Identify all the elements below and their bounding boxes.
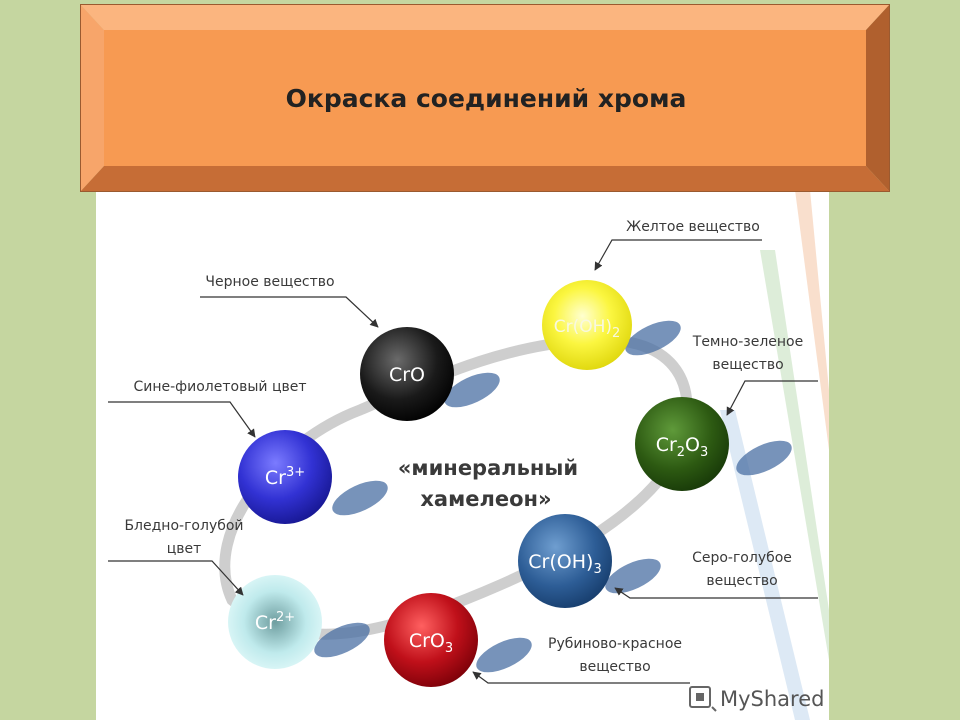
title-banner — [80, 4, 890, 192]
formula-cr2: Cr2+ — [255, 610, 295, 634]
center-caption-line1: «минеральный — [398, 456, 578, 480]
formula-croh2: Cr(OH)2 — [554, 317, 621, 341]
formula-cr3: Cr3+ — [265, 465, 305, 489]
ball-shadows — [314, 320, 792, 673]
center-caption-line2: хамелеон» — [420, 487, 551, 511]
compound-cro3: CrO3 — [384, 593, 478, 687]
compound-croh3: Cr(OH)3 — [518, 514, 612, 608]
compound-croh2: Cr(OH)2 — [542, 280, 632, 370]
label-cr2o3-line1: Темно-зеленое — [692, 334, 803, 350]
formula-cro3: CrO3 — [409, 630, 453, 656]
formula-cro: CrO — [389, 364, 425, 386]
label-cr3: Сине-фиолетовый цвет — [133, 379, 306, 395]
label-cr2-line1: Бледно-голубой — [124, 518, 243, 534]
label-croh3-line2: вещество — [706, 573, 777, 589]
compound-cr2: Cr2+ — [228, 575, 322, 669]
formula-croh3: Cr(OH)3 — [528, 551, 601, 577]
labels: Черное вещество Желтое вещество Темно-зе… — [124, 219, 803, 675]
formula-cr2o3: Cr2O3 — [656, 434, 709, 460]
watermark-text: MyShared — [720, 687, 824, 711]
myshared-logo-icon — [689, 686, 717, 712]
decorative-stripes — [720, 190, 829, 720]
label-cro3-line2: вещество — [579, 659, 650, 675]
leader-lines — [108, 239, 818, 684]
label-cr2o3-line2: вещество — [712, 357, 783, 373]
compound-cr2o3: Cr2O3 — [635, 397, 729, 491]
label-croh2: Желтое вещество — [626, 219, 760, 235]
label-croh3-line1: Серо-голубое — [692, 550, 792, 566]
label-cro: Черное вещество — [205, 274, 334, 290]
compound-cro: CrO — [360, 327, 454, 421]
compound-cr3: Cr3+ — [238, 430, 332, 524]
label-cro3-line1: Рубиново-красное — [548, 636, 682, 652]
label-cr2-line2: цвет — [167, 541, 202, 557]
page-title: Окраска соединений хрома — [285, 83, 687, 113]
watermark: MyShared — [689, 686, 824, 712]
